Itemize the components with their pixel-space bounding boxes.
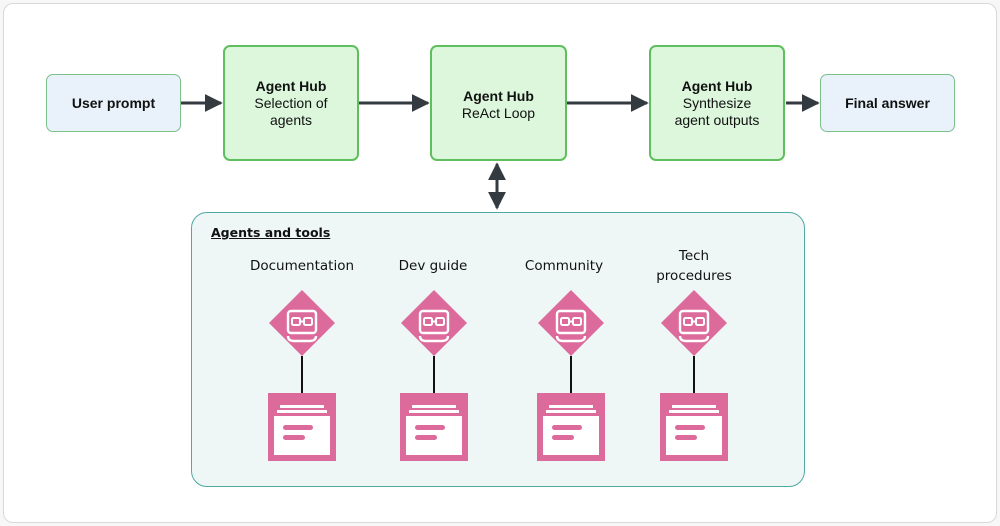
document-stack-icon bbox=[537, 393, 605, 461]
agent-hub-synthesize-title: Agent Hub bbox=[681, 77, 753, 94]
document-stack-icon bbox=[268, 393, 336, 461]
final-answer-label: Final answer bbox=[845, 94, 930, 111]
agent-hub-selection-line2: agents bbox=[269, 111, 313, 128]
robot-agent-icon bbox=[536, 288, 606, 358]
robot-agent-icon bbox=[659, 288, 729, 358]
agent-label-community: Community bbox=[494, 256, 634, 276]
agent-label-documentation: Documentation bbox=[232, 256, 372, 276]
document-stack-icon bbox=[400, 393, 468, 461]
agent-hub-synthesize-node: Agent Hub Synthesize agent outputs bbox=[649, 45, 785, 161]
agent-label-line1: Community bbox=[524, 258, 604, 274]
final-answer-node: Final answer bbox=[820, 74, 955, 132]
agent-label-line1: Tech bbox=[678, 248, 710, 264]
robot-agent-icon bbox=[267, 288, 337, 358]
agent-hub-react-line1: ReAct Loop bbox=[461, 105, 536, 121]
agents-panel-title: Agents and tools bbox=[211, 225, 331, 240]
agent-label-dev-guide: Dev guide bbox=[363, 256, 503, 276]
agent-hub-synthesize-line1: Synthesize bbox=[682, 94, 752, 111]
agent-hub-selection-node: Agent Hub Selection of agents bbox=[223, 45, 359, 161]
agent-label-line2: procedures bbox=[656, 268, 732, 284]
user-prompt-label: User prompt bbox=[71, 94, 156, 111]
robot-agent-icon bbox=[399, 288, 469, 358]
agent-hub-synthesize-line2: agent outputs bbox=[674, 111, 760, 128]
agent-hub-selection-title: Agent Hub bbox=[255, 77, 327, 94]
agent-hub-react-title: Agent Hub bbox=[463, 88, 534, 104]
agent-label-line1: Dev guide bbox=[398, 258, 468, 274]
document-stack-icon bbox=[660, 393, 728, 461]
agent-label-line1: Documentation bbox=[249, 258, 355, 274]
user-prompt-node: User prompt bbox=[46, 74, 181, 132]
agent-label-tech-procedures: Tech procedures bbox=[624, 246, 764, 286]
agent-hub-selection-line1: Selection of bbox=[254, 94, 328, 111]
agent-hub-react-node: Agent Hub ReAct Loop bbox=[430, 45, 567, 161]
